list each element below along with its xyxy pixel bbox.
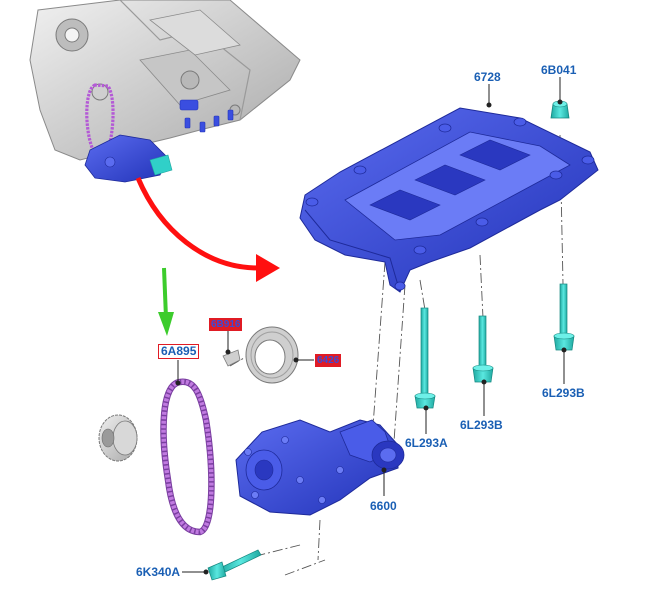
red-direction-arrow: [135, 177, 280, 282]
part-label-6l293a: 6L293A: [405, 436, 448, 450]
key-part: [222, 349, 241, 367]
oil-pump-part: [235, 419, 405, 516]
bolt-6k340a: [207, 549, 262, 581]
green-highlight-arrow: [158, 267, 174, 336]
part-label-6k340a: 6K340A: [136, 565, 181, 579]
part-label-6l293b-right: 6L293B: [542, 386, 585, 400]
part-label-6a895: 6A895: [158, 344, 200, 359]
timing-chain-part: [160, 378, 215, 536]
bolt-6l293a: [414, 307, 436, 409]
part-label-6b041: 6B041: [541, 63, 577, 77]
part-label-6728: 6728: [474, 70, 501, 84]
bolt-6l293b-right: [553, 283, 575, 351]
part-label-6b916: 6B916: [209, 318, 243, 331]
engine-block-illustration: [29, 0, 301, 183]
seal-ring-part: [245, 326, 299, 384]
sprocket-part: [98, 414, 138, 462]
part-label-6600: 6600: [370, 499, 397, 513]
oil-pan-baffle-part: [299, 107, 599, 293]
bolt-6l293b-middle: [472, 315, 494, 383]
part-label-6426: 6426: [315, 354, 342, 367]
label-leader-ticks: [175, 77, 567, 575]
part-label-6l293b-middle: 6L293B: [460, 418, 503, 432]
